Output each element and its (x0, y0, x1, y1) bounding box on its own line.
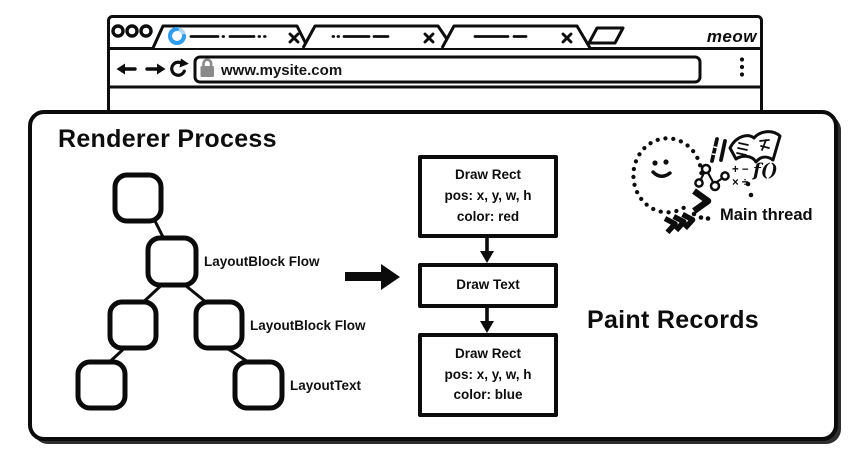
tree-node-layouttext (232, 359, 285, 411)
function-icon: f() (751, 160, 778, 181)
layout-tree (75, 172, 285, 411)
forward-button[interactable] (145, 63, 166, 75)
record-line: color: blue (453, 387, 523, 403)
record-line: Draw Rect (454, 345, 522, 361)
menu-dot-icon (739, 64, 745, 70)
record-line: pos: x, y, w, h (444, 366, 532, 382)
tree-label-layoutblock-flow-1: LayoutBlock Flow (204, 254, 320, 269)
record-line: Draw Rect (454, 167, 522, 183)
address-bar[interactable]: www.mysite.com (193, 55, 702, 84)
back-arrow-icon (116, 63, 125, 75)
paint-record-rect-blue: Draw Rect pos: x, y, w, h color: blue (418, 333, 558, 417)
traffic-light-icon[interactable] (125, 24, 139, 38)
main-thread-doodle: + − × ÷ f() (631, 130, 782, 235)
tab-3[interactable] (440, 24, 592, 49)
flow-arrow-down-icon (480, 308, 494, 333)
tab-2[interactable] (301, 24, 455, 49)
url-text[interactable]: www.mysite.com (220, 62, 342, 79)
renderer-process-title: Renderer Process (58, 125, 277, 153)
tab-1[interactable] (151, 24, 310, 49)
menu-dot-icon (739, 72, 745, 77)
record-line: Draw Text (456, 277, 520, 293)
pencils-icon (710, 137, 727, 163)
tree-node-leaf-left (75, 359, 128, 411)
reload-icon (170, 60, 186, 77)
paint-records-title: Paint Records (587, 306, 760, 334)
traffic-lights[interactable] (111, 24, 153, 38)
triple-chevron-icon (663, 212, 696, 235)
dotted-head-icon (631, 136, 704, 215)
forward-arrow-icon (157, 63, 166, 75)
record-line: pos: x, y, w, h (444, 188, 532, 204)
tree-nodes (75, 172, 285, 411)
svg-text:+ −: + − (732, 164, 749, 176)
traffic-light-icon[interactable] (139, 24, 153, 38)
tree-label-layouttext: LayoutText (290, 378, 362, 393)
browser-window: meow www.mysite.com (107, 15, 763, 115)
dotted-trail-icon (691, 181, 754, 221)
tree-node-child-left (107, 299, 159, 351)
tree-doodle-icon (694, 163, 730, 192)
new-tab-button[interactable] (587, 26, 625, 45)
paint-record-text: Draw Text (418, 263, 558, 308)
reload-arrowhead-icon (179, 58, 189, 68)
book-icon (728, 130, 782, 164)
flow-arrow-right-icon (345, 264, 400, 290)
main-thread-label: Main thread (720, 206, 813, 224)
brand-label: meow (707, 27, 758, 46)
overflow-menu-button[interactable] (739, 57, 745, 77)
lock-icon (202, 58, 213, 66)
back-button[interactable] (116, 63, 137, 75)
renderer-process-box: Renderer Process LayoutBlock Flow Layout… (28, 110, 838, 441)
tree-node-layoutblock-1 (145, 235, 199, 288)
svg-text:× ÷: × ÷ (732, 177, 749, 189)
tree-label-layoutblock-flow-2: LayoutBlock Flow (250, 318, 366, 333)
tab-close-icon[interactable] (423, 32, 435, 44)
math-symbols-icon: + − × ÷ (732, 164, 749, 189)
smiley-face-icon (651, 159, 672, 178)
tree-node-root (112, 172, 164, 224)
tab-close-icon[interactable] (288, 32, 300, 44)
chevron-arrow-icon (692, 188, 712, 214)
record-line: color: red (456, 208, 520, 224)
traffic-light-icon[interactable] (111, 24, 125, 38)
tree-node-layoutblock-2 (193, 299, 245, 351)
tab-close-icon[interactable] (561, 32, 573, 44)
reload-button[interactable] (170, 58, 189, 77)
lock-body-icon (200, 66, 214, 77)
menu-dot-icon (739, 57, 745, 62)
paint-record-rect-red: Draw Rect pos: x, y, w, h color: red (418, 155, 558, 238)
spinner-arc-icon (168, 27, 186, 45)
flow-arrow-down-icon (480, 238, 494, 263)
